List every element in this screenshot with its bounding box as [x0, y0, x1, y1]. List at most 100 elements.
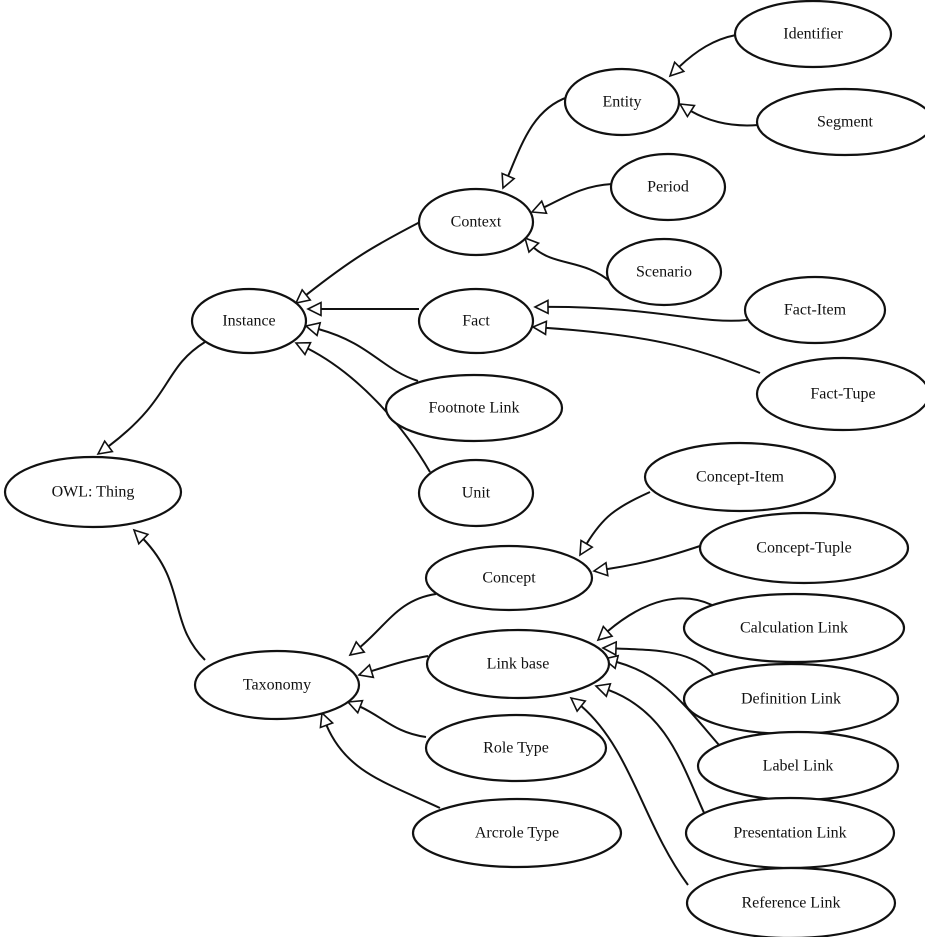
node-ellipse — [755, 87, 925, 157]
edge-arcrole-type-to-taxonomy — [319, 711, 441, 809]
node-ellipse — [743, 275, 887, 345]
edge-link-base-to-taxonomy — [357, 655, 429, 679]
node-context: Context — [417, 187, 535, 257]
node-label: Calculation Link — [740, 620, 848, 637]
edge-reference-link-to-link-base — [569, 696, 689, 886]
node-ellipse — [682, 592, 906, 664]
edge-line — [321, 712, 441, 809]
node-label: Concept-Tuple — [756, 540, 851, 557]
edge-line — [679, 103, 759, 127]
node-label: Label Link — [763, 758, 834, 775]
hollow-arrowhead-icon — [592, 561, 609, 577]
hollow-arrowhead-icon — [348, 640, 366, 657]
hollow-arrowhead-icon — [601, 640, 618, 657]
hollow-arrowhead-icon — [594, 682, 612, 698]
node-ellipse — [643, 441, 837, 513]
node-role-type: Role Type — [424, 713, 608, 783]
hollow-arrowhead-icon — [533, 299, 549, 315]
edge-concept-tuple-to-concept — [592, 545, 701, 577]
node-fact: Fact — [417, 287, 535, 355]
node-fact-tupe: Fact-Tupe — [755, 356, 925, 432]
edge-period-to-context — [530, 183, 613, 215]
node-label: Concept-Item — [696, 469, 785, 486]
edge-line — [358, 655, 429, 676]
edge-line — [349, 593, 437, 656]
node-taxonomy: Taxonomy — [193, 649, 361, 721]
edge-context-to-instance — [294, 221, 421, 305]
hollow-arrowhead-icon — [294, 341, 312, 356]
node-entity: Entity — [563, 67, 681, 137]
edge-line — [97, 341, 206, 455]
edge-fact-item-to-fact — [533, 299, 748, 322]
node-label: Role Type — [483, 740, 549, 757]
node-ellipse — [417, 287, 535, 355]
node-label: Definition Link — [741, 691, 841, 708]
node-label: Fact-Tupe — [810, 386, 875, 403]
hollow-arrowhead-icon — [531, 320, 548, 336]
hollow-arrowhead-icon — [319, 711, 335, 729]
edge-calculation-link-to-link-base — [596, 597, 713, 642]
edge-definition-link-to-link-base — [601, 640, 714, 675]
edge-line — [295, 342, 431, 473]
edge-line — [579, 491, 651, 556]
node-concept-item: Concept-Item — [643, 441, 837, 513]
node-ellipse — [425, 628, 611, 700]
hollow-arrowhead-icon — [523, 236, 541, 254]
node-label: Instance — [222, 313, 275, 330]
node-fact-item: Fact-Item — [743, 275, 887, 345]
node-footnote-link: Footnote Link — [384, 373, 564, 443]
node-label: Identifier — [783, 26, 843, 43]
hollow-arrowhead-icon — [569, 696, 587, 713]
node-ellipse — [193, 649, 361, 721]
node-ellipse — [424, 713, 608, 783]
node-ellipse — [733, 0, 893, 69]
node-label: Reference Link — [741, 895, 840, 912]
hollow-arrowhead-icon — [96, 439, 114, 456]
node-reference-link: Reference Link — [685, 866, 897, 937]
node-label: Taxonomy — [243, 677, 311, 694]
node-link-base: Link base — [425, 628, 611, 700]
edge-entity-to-context — [501, 96, 569, 190]
node-label: Presentation Link — [733, 825, 846, 842]
edge-line — [570, 697, 689, 886]
edges — [96, 34, 761, 886]
edge-line — [295, 221, 421, 304]
node-owl-thing: OWL: Thing — [3, 455, 183, 529]
edge-concept-item-to-concept — [579, 491, 651, 557]
edge-segment-to-entity — [678, 103, 759, 127]
edge-line — [669, 34, 737, 77]
node-identifier: Identifier — [733, 0, 893, 69]
edge-instance-to-owl-thing — [96, 341, 206, 456]
edge-presentation-link-to-link-base — [594, 682, 706, 816]
node-concept: Concept — [424, 544, 594, 612]
edge-scenario-to-context — [523, 236, 613, 284]
node-label-link: Label Link — [696, 730, 900, 802]
node-label: Arcrole Type — [475, 825, 559, 842]
node-label: Footnote Link — [428, 400, 519, 417]
node-label: Fact-Item — [784, 302, 847, 319]
node-label: Concept — [482, 570, 536, 587]
edge-line — [593, 545, 701, 572]
node-segment: Segment — [755, 87, 925, 157]
hollow-arrowhead-icon — [530, 199, 548, 215]
edge-role-type-to-taxonomy — [346, 699, 427, 738]
node-label: OWL: Thing — [52, 484, 135, 501]
node-ellipse — [605, 237, 723, 307]
edge-fact-to-instance — [306, 301, 419, 317]
edge-taxonomy-to-owl-thing — [132, 528, 206, 661]
hollow-arrowhead-icon — [306, 301, 322, 317]
node-label: Scenario — [636, 264, 692, 281]
edge-line — [347, 701, 427, 738]
node-ellipse — [755, 356, 925, 432]
node-ellipse — [609, 152, 727, 222]
node-instance: Instance — [190, 287, 308, 355]
edge-line — [524, 237, 613, 284]
edge-line — [597, 597, 713, 641]
node-ellipse — [685, 866, 897, 937]
node-ellipse — [417, 458, 535, 528]
hollow-arrowhead-icon — [668, 60, 686, 78]
node-label: Segment — [817, 114, 874, 131]
node-unit: Unit — [417, 458, 535, 528]
edge-footnote-link-to-instance — [304, 321, 419, 382]
node-arcrole-type: Arcrole Type — [411, 797, 623, 869]
